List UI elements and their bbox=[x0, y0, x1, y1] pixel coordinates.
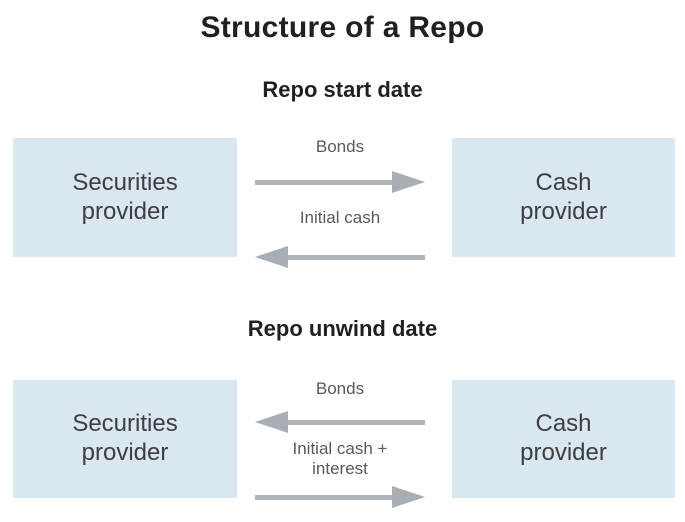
start-cash-provider-label: Cash provider bbox=[520, 168, 607, 225]
arrow-head bbox=[392, 171, 425, 193]
start-initial-cash-arrow-left-icon bbox=[255, 246, 425, 268]
unwind-cash-provider-box: Cash provider bbox=[452, 380, 675, 498]
arrow-shaft bbox=[255, 180, 397, 185]
section-heading-unwind: Repo unwind date bbox=[247, 316, 438, 341]
section-heading-start: Repo start date bbox=[262, 77, 423, 102]
arrow-head bbox=[255, 246, 288, 268]
unwind-initial-cash-interest-flow-label: Initial cash + interest bbox=[292, 439, 388, 478]
unwind-cash-provider-label: Cash provider bbox=[520, 410, 607, 466]
arrow-head bbox=[392, 486, 425, 508]
arrow-shaft bbox=[255, 495, 397, 500]
start-securities-provider-label: Securities provider bbox=[72, 168, 178, 225]
start-securities-provider-box: Securities provider bbox=[13, 138, 237, 257]
arrow-shaft bbox=[283, 420, 425, 425]
start-initial-cash-flow-label: Initial cash bbox=[299, 208, 381, 227]
unwind-securities-provider-label: Securities provider bbox=[72, 410, 178, 466]
diagram-title: Structure of a Repo bbox=[200, 11, 485, 44]
start-bonds-arrow-right-icon bbox=[255, 171, 425, 193]
unwind-initial-cash-interest-arrow-right-icon bbox=[255, 486, 425, 508]
start-bonds-flow-label: Bonds bbox=[315, 137, 365, 156]
unwind-securities-provider-box: Securities provider bbox=[13, 380, 237, 498]
arrow-shaft bbox=[283, 255, 425, 260]
arrow-head bbox=[255, 411, 288, 433]
unwind-bonds-arrow-left-icon bbox=[255, 411, 425, 433]
start-cash-provider-box: Cash provider bbox=[452, 138, 675, 257]
unwind-bonds-flow-label: Bonds bbox=[315, 379, 365, 398]
